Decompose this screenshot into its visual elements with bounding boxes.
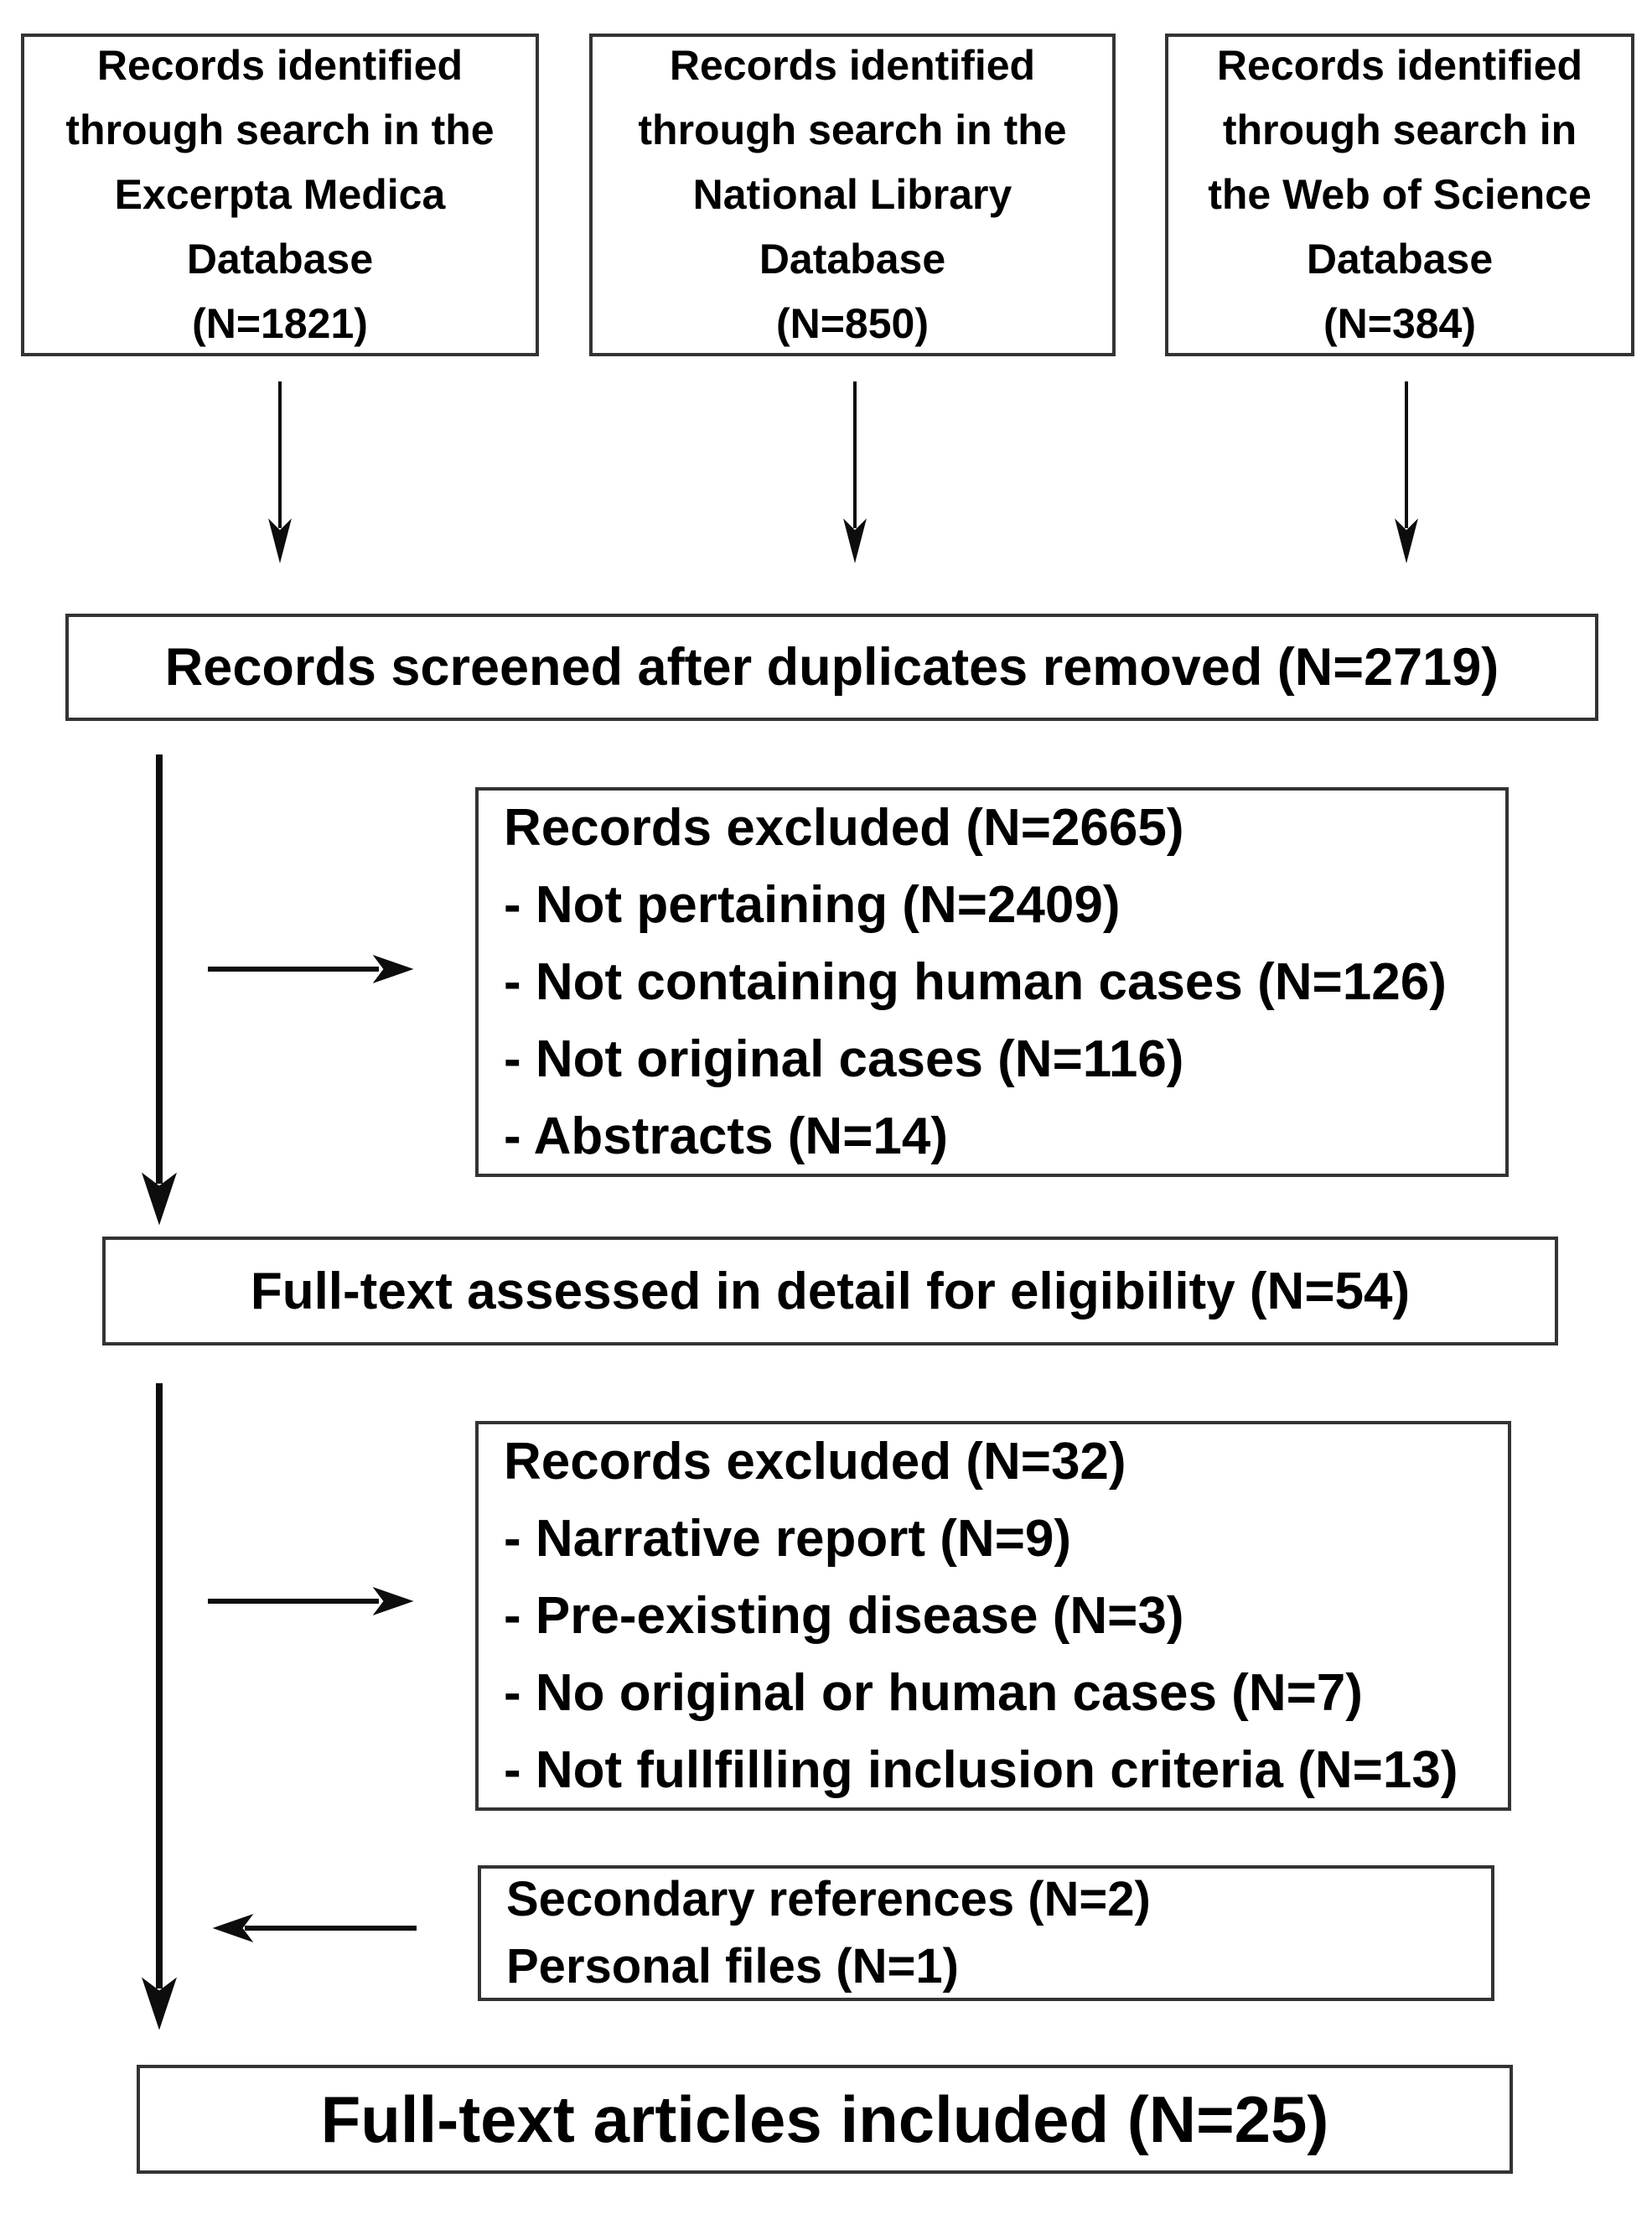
box-full-text-assessed: Full-text assessed in detail for eligibi… bbox=[102, 1237, 1558, 1346]
down-arrow-assessed-to-included-icon bbox=[142, 1383, 177, 2030]
box-additional-records: Secondary references (N=2) Personal file… bbox=[478, 1865, 1494, 2001]
box-source-national-library: Records identified through search in the… bbox=[589, 34, 1116, 356]
down-arrow-from-national-library-icon bbox=[843, 381, 867, 563]
down-arrow-screened-to-assessed-icon bbox=[142, 754, 177, 1226]
box-records-excluded-full-text: Records excluded (N=32) - Narrative repo… bbox=[475, 1421, 1511, 1811]
box-source-web-of-science: Records identified through search in the… bbox=[1165, 34, 1634, 356]
box-records-screened: Records screened after duplicates remove… bbox=[65, 614, 1598, 721]
box-source-excerpta-medica: Records identified through search in the… bbox=[21, 34, 539, 356]
down-arrow-from-excerpta-icon bbox=[268, 381, 292, 563]
left-arrow-from-additional-records-icon bbox=[212, 1913, 417, 1943]
right-arrow-to-excluded-full-text-icon bbox=[208, 1586, 414, 1616]
box-full-text-included: Full-text articles included (N=25) bbox=[137, 2065, 1513, 2174]
right-arrow-to-excluded-screening-icon bbox=[208, 954, 414, 984]
box-records-excluded-screening: Records excluded (N=2665) - Not pertaini… bbox=[475, 787, 1509, 1177]
down-arrow-from-web-of-science-icon bbox=[1395, 381, 1418, 563]
